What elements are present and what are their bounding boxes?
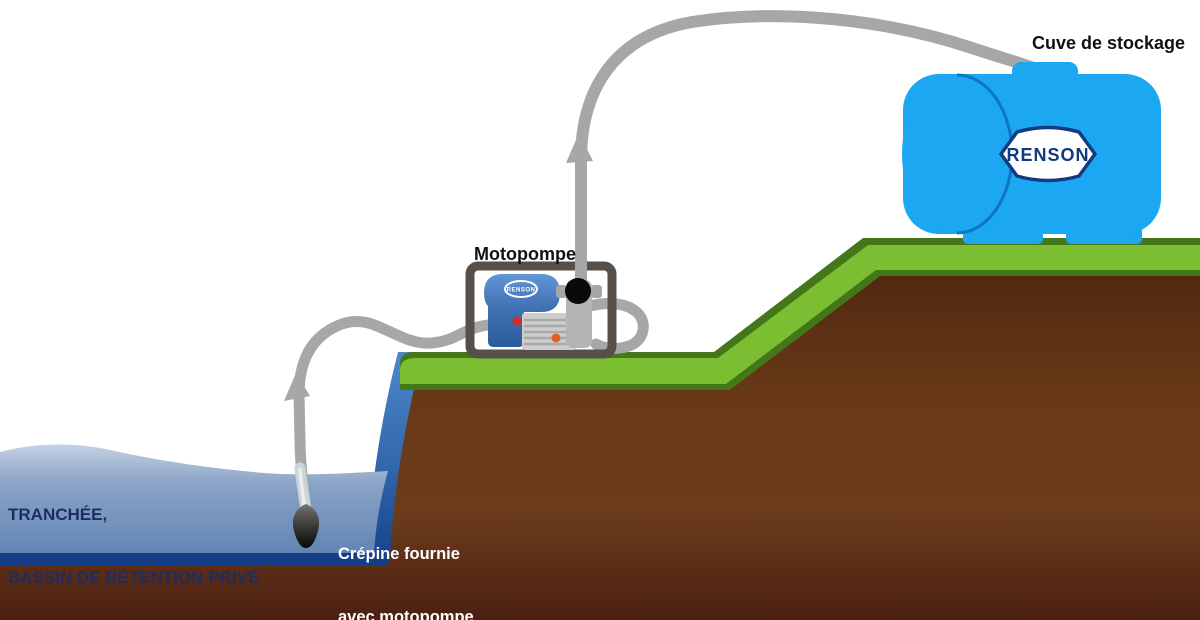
strainer-label: Crépine fournie avec motopompe [338, 502, 474, 620]
port-nub-left [556, 285, 567, 298]
engine-red-dot [512, 316, 522, 326]
basin-wall [366, 352, 422, 562]
grass-band [400, 245, 1200, 384]
strainer-label-line2: avec motopompe [338, 608, 474, 620]
storage-tank: RENSON [902, 62, 1161, 244]
strainer-label-line1: Crépine fournie [338, 545, 460, 563]
basin-label-line1: TRANCHÉE, [8, 505, 108, 524]
basin-label-line2: BASSIN DE RÉTENTION PRIVÉ [8, 568, 260, 587]
motor-fins [524, 318, 574, 346]
basin-liner [0, 553, 388, 566]
motopump-label: Motopompe [474, 244, 576, 264]
pump-brand-text: RENSON [507, 288, 536, 294]
basin-water [0, 444, 388, 556]
flow-arrow-up-icon [566, 133, 593, 163]
motopump: RENSON [465, 261, 617, 359]
suction-hose [293, 315, 518, 518]
port-nub-right [591, 285, 602, 298]
earth-terrain [0, 242, 1200, 620]
discharge-pipe [575, 10, 1054, 299]
pump-inlet-port [565, 278, 591, 304]
strainer-crepine [292, 504, 320, 548]
discharge-hose-loop [584, 298, 649, 354]
motor-orange-dot [551, 333, 561, 343]
pump-roll-frame [465, 261, 617, 359]
tank-end-cap [902, 74, 1012, 234]
pump-fuel-tank [484, 274, 560, 312]
flow-arrow-up-icon [284, 373, 310, 401]
tank-brand-text: RENSON [1006, 145, 1089, 165]
tank-brand-badge [999, 125, 1097, 183]
pump-brand-badge [504, 280, 538, 298]
basin-label: TRANCHÉE, BASSIN DE RÉTENTION PRIVÉ [8, 462, 259, 620]
storage-tank-label: Cuve de stockage [1032, 33, 1186, 53]
